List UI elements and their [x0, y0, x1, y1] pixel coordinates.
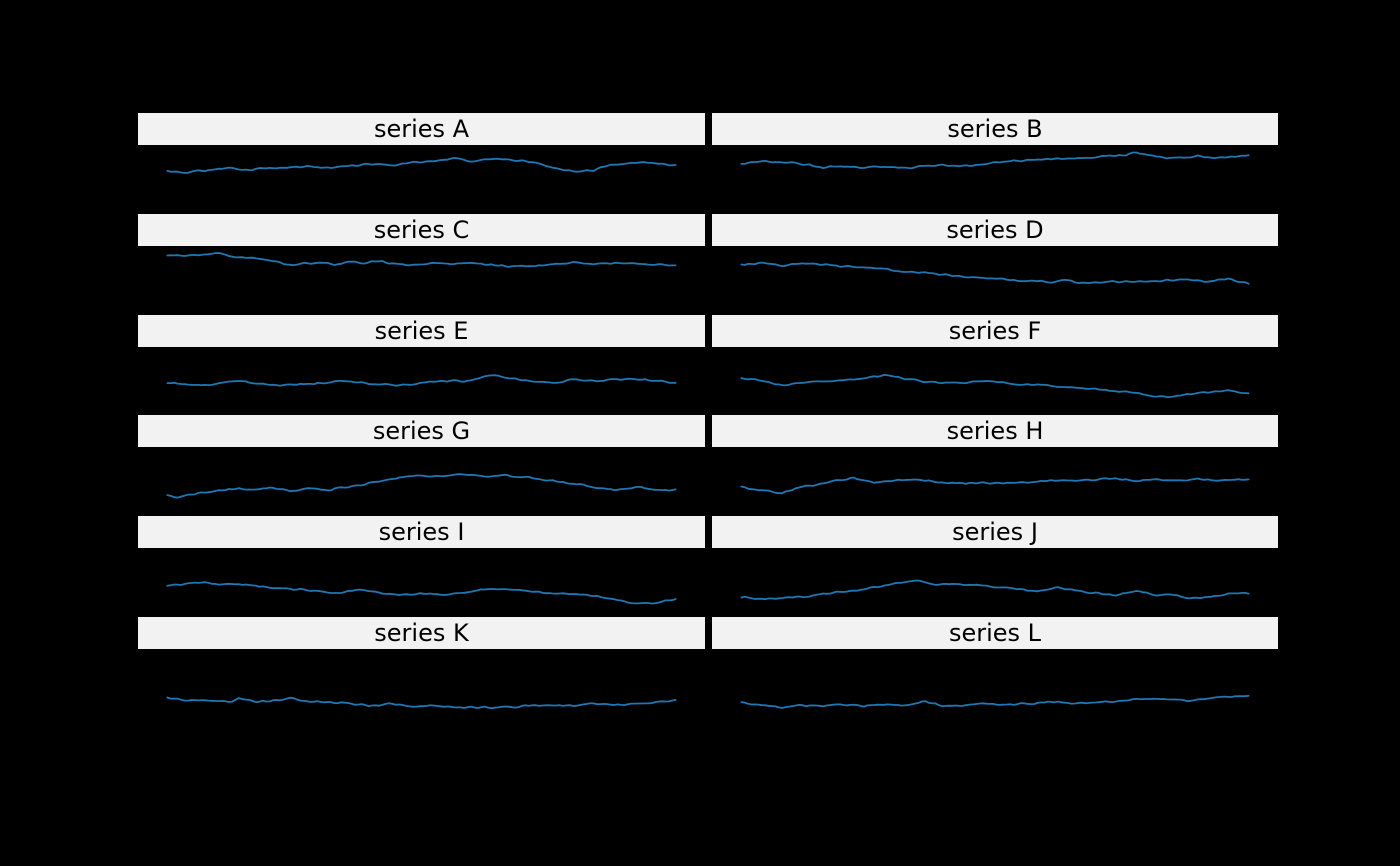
- subplot-panel-series-a: series A: [136, 111, 707, 213]
- data-line: [166, 252, 677, 268]
- series-title-label: series G: [372, 417, 471, 445]
- line-chart-series-a: [166, 157, 677, 174]
- series-title-label: series L: [948, 619, 1042, 647]
- subplot-panel-series-c: series C: [136, 212, 707, 314]
- subplot-panel-series-j: series J: [710, 514, 1280, 616]
- strip-title-series-d: series D: [710, 212, 1280, 248]
- line-chart-series-k: [166, 696, 677, 710]
- strip-title-series-c: series C: [136, 212, 707, 248]
- line-chart-series-c: [166, 252, 677, 268]
- subplot-panel-series-k: series K: [136, 615, 707, 717]
- line-chart-series-d: [740, 261, 1250, 285]
- line-chart-series-l: [740, 694, 1250, 709]
- strip-title-series-h: series H: [710, 413, 1280, 449]
- line-chart-series-i: [166, 581, 677, 605]
- series-title-label: series E: [374, 317, 469, 345]
- data-line: [740, 151, 1250, 170]
- data-line: [740, 579, 1250, 601]
- subplot-panel-series-h: series H: [710, 413, 1280, 515]
- strip-title-series-e: series E: [136, 313, 707, 349]
- line-chart-series-h: [740, 476, 1250, 495]
- subplot-panel-series-i: series I: [136, 514, 707, 616]
- subplot-panel-series-l: series L: [710, 615, 1280, 717]
- data-line: [740, 694, 1250, 709]
- data-line: [740, 476, 1250, 495]
- subplot-panel-series-d: series D: [710, 212, 1280, 314]
- line-chart-series-e: [166, 374, 677, 387]
- subplot-panel-series-f: series F: [710, 313, 1280, 415]
- data-line: [166, 374, 677, 387]
- subplot-panel-series-e: series E: [136, 313, 707, 415]
- series-title-label: series D: [946, 216, 1044, 244]
- data-line: [166, 581, 677, 605]
- subplot-panel-series-b: series B: [710, 111, 1280, 213]
- strip-title-series-g: series G: [136, 413, 707, 449]
- strip-title-series-a: series A: [136, 111, 707, 147]
- data-line: [166, 157, 677, 174]
- data-line: [740, 261, 1250, 285]
- strip-title-series-j: series J: [710, 514, 1280, 550]
- line-chart-series-f: [740, 374, 1250, 399]
- series-title-label: series J: [952, 518, 1038, 546]
- subplot-panel-series-g: series G: [136, 413, 707, 515]
- strip-title-series-f: series F: [710, 313, 1280, 349]
- series-title-label: series B: [947, 115, 1043, 143]
- series-title-label: series F: [948, 317, 1042, 345]
- series-title-label: series H: [946, 417, 1044, 445]
- series-title-label: series C: [373, 216, 470, 244]
- strip-title-series-k: series K: [136, 615, 707, 651]
- data-line: [166, 473, 677, 499]
- line-chart-series-b: [740, 151, 1250, 170]
- strip-title-series-l: series L: [710, 615, 1280, 651]
- series-title-label: series K: [374, 619, 469, 647]
- data-line: [166, 696, 677, 710]
- line-chart-series-j: [740, 579, 1250, 601]
- strip-title-series-i: series I: [136, 514, 707, 550]
- series-title-label: series I: [378, 518, 465, 546]
- data-line: [740, 374, 1250, 399]
- series-title-label: series A: [373, 115, 470, 143]
- strip-title-series-b: series B: [710, 111, 1280, 147]
- line-chart-series-g: [166, 473, 677, 499]
